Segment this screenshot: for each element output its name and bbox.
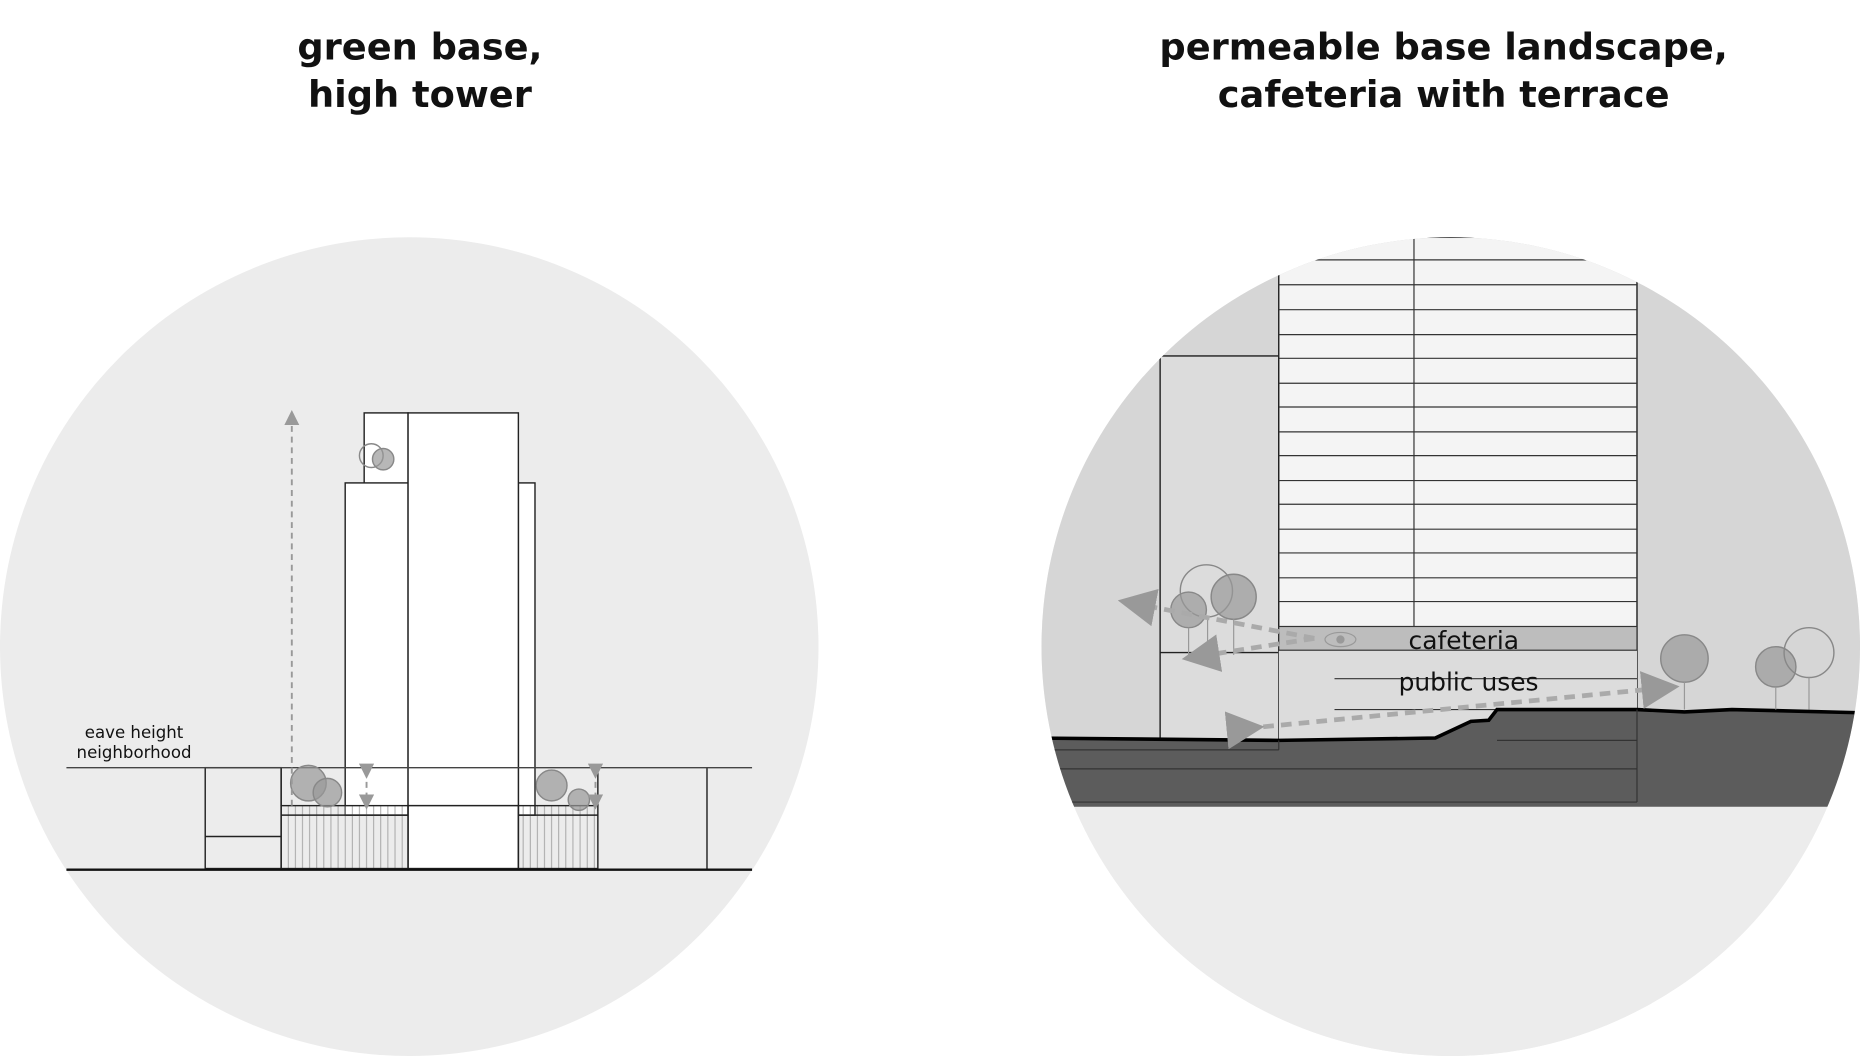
left-title-line2: high tower	[308, 73, 533, 116]
eave-label-line1: eave height	[85, 723, 184, 742]
permeability-arrow	[1224, 671, 1680, 750]
cafeteria-band	[1278, 625, 1638, 651]
cafeteria-label: cafeteria	[1409, 626, 1520, 655]
eye-icon	[1324, 631, 1357, 648]
public-uses-label: public uses	[1399, 668, 1539, 697]
view-arrow-up	[1117, 588, 1315, 641]
tower-elevation	[204, 412, 708, 870]
view-arrow-down	[1181, 634, 1315, 672]
right-panel: permeable base landscape, cafeteria with…	[1041, 25, 1860, 1056]
trees	[289, 443, 591, 812]
eave-label-line2: neighborhood	[77, 743, 192, 762]
left-panel: green base, high tower	[0, 25, 819, 1056]
right-title-line2: cafeteria with terrace	[1218, 73, 1670, 116]
left-title-line1: green base,	[297, 25, 542, 68]
right-title-line1: permeable base landscape,	[1159, 25, 1727, 68]
